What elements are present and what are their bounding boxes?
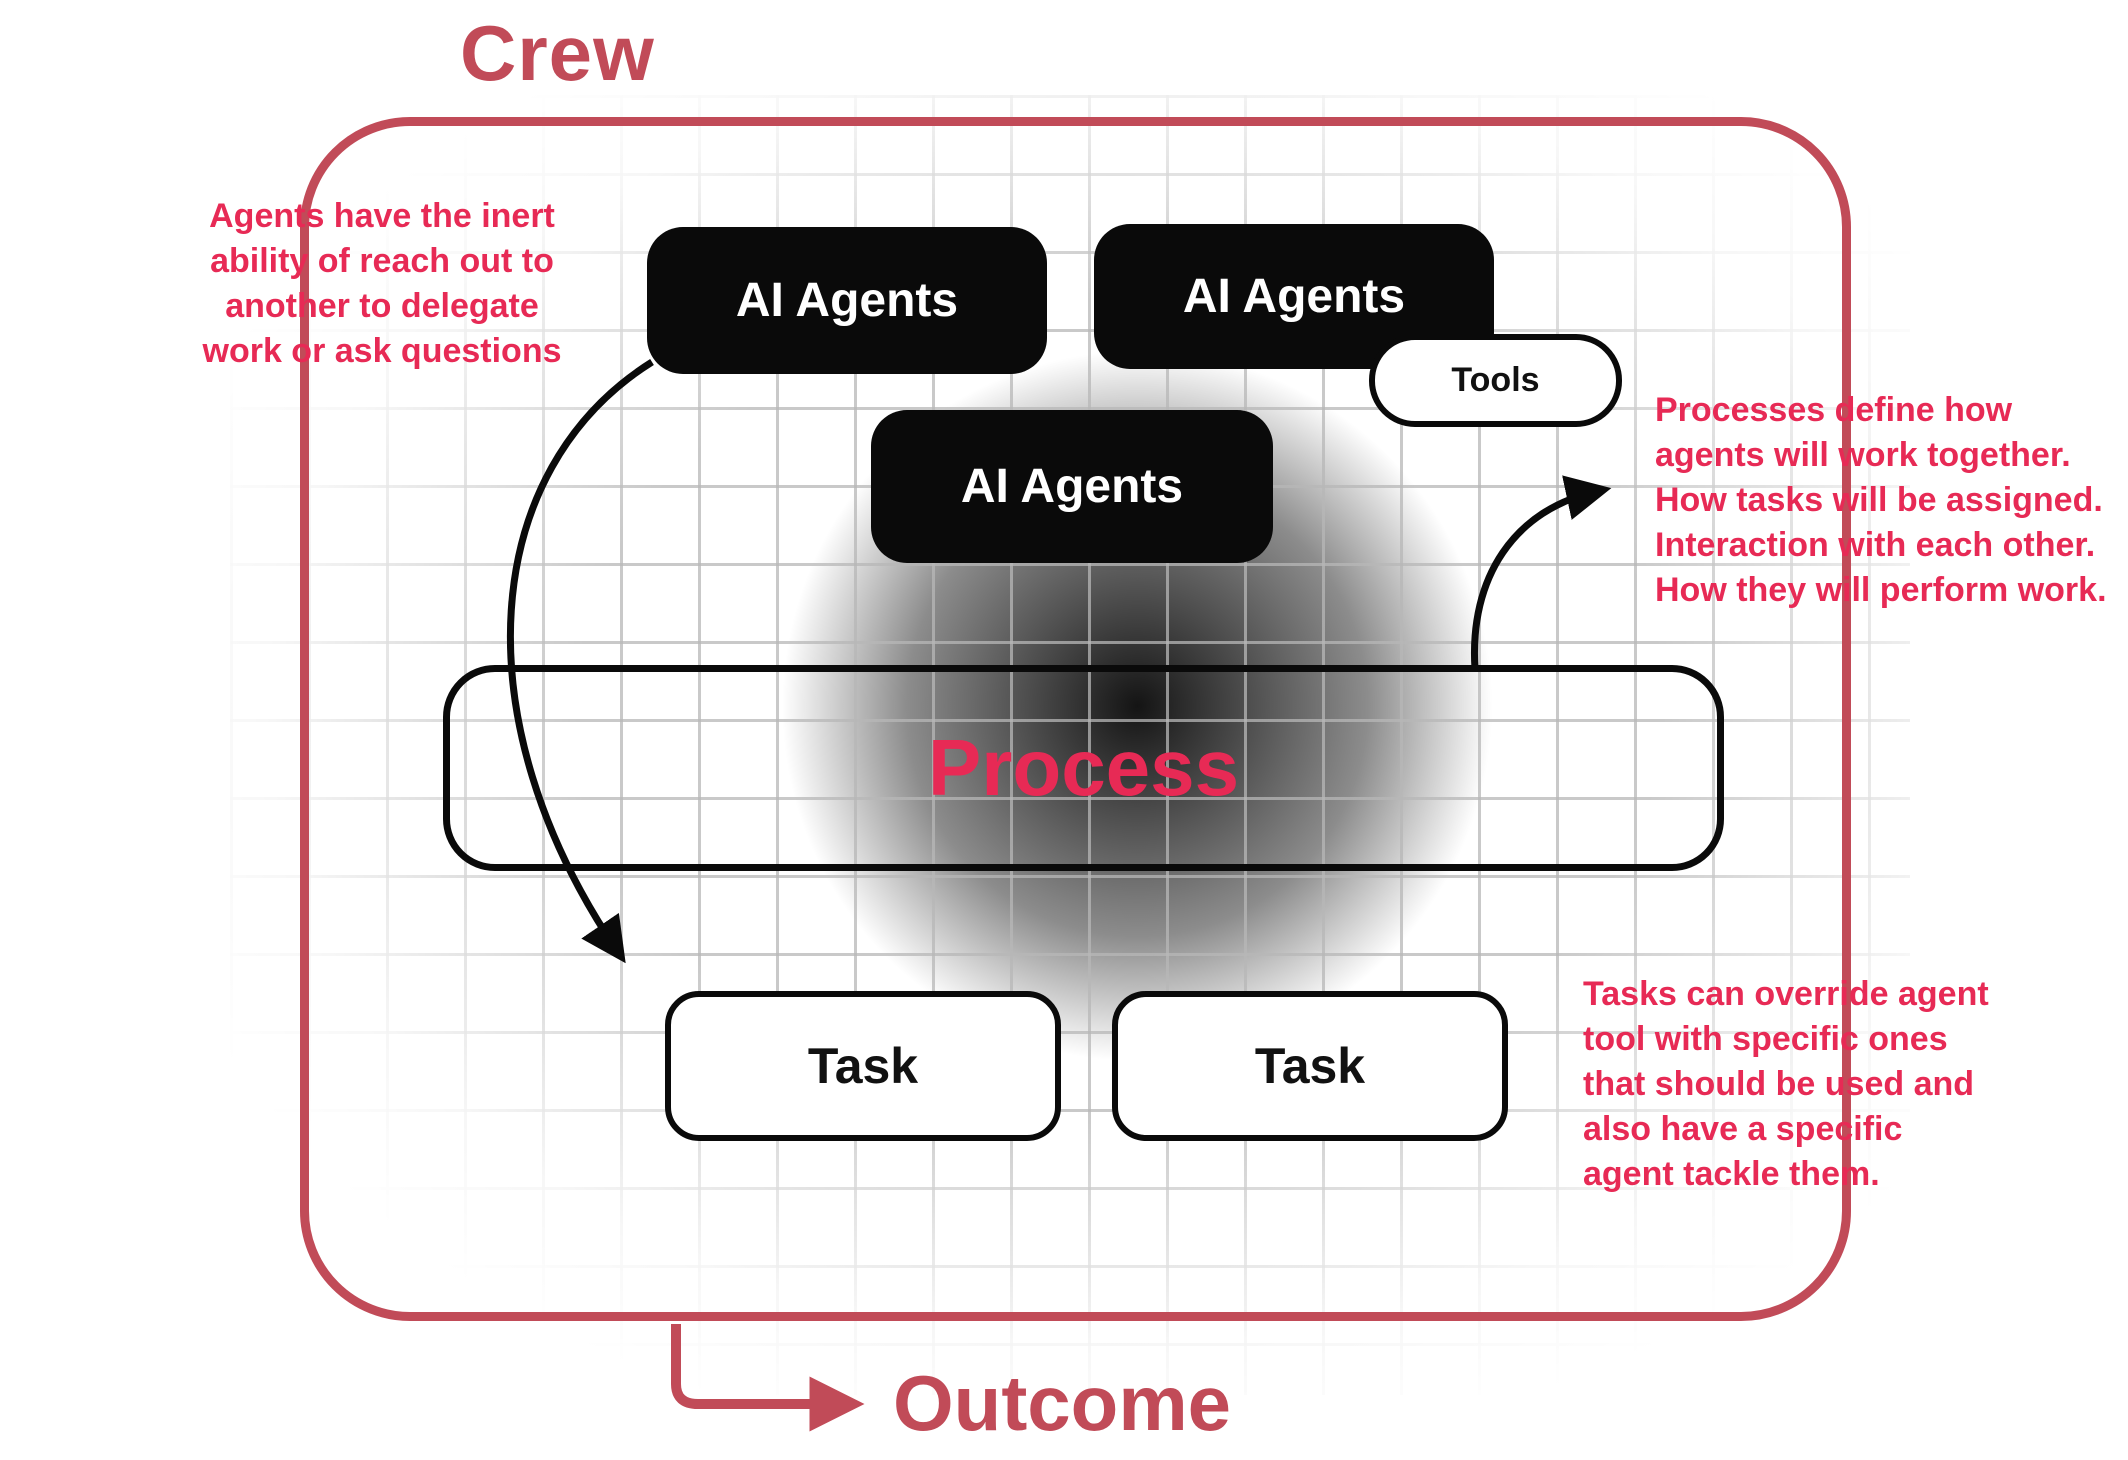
tools-label: Tools xyxy=(1451,361,1540,399)
process-annotation: Processes define how agents will work to… xyxy=(1655,391,2107,609)
tasks-annotation: Tasks can override agent tool with speci… xyxy=(1583,975,1989,1193)
tools-node: Tools xyxy=(1369,334,1622,427)
grid-background xyxy=(230,95,1910,1395)
outcome-title: Outcome xyxy=(893,1359,1232,1447)
agents-annotation: Agents have the inert ability of reach o… xyxy=(202,197,562,370)
ai-agents-label: AI Agents xyxy=(735,274,959,327)
task-label: Task xyxy=(1254,1038,1366,1094)
crew-boundary xyxy=(300,117,1851,1321)
process-node: Process xyxy=(443,665,1724,871)
ai-agents-node-top-left: AI Agents xyxy=(647,227,1047,374)
task-label: Task xyxy=(807,1038,919,1094)
task-node-left: Task xyxy=(665,991,1061,1141)
ai-agents-label: AI Agents xyxy=(1182,270,1406,323)
crew-title: Crew xyxy=(460,9,655,97)
ai-agents-label: AI Agents xyxy=(960,460,1184,513)
process-label: Process xyxy=(927,723,1240,812)
ai-agents-node-middle: AI Agents xyxy=(871,410,1273,563)
task-node-right: Task xyxy=(1112,991,1508,1141)
